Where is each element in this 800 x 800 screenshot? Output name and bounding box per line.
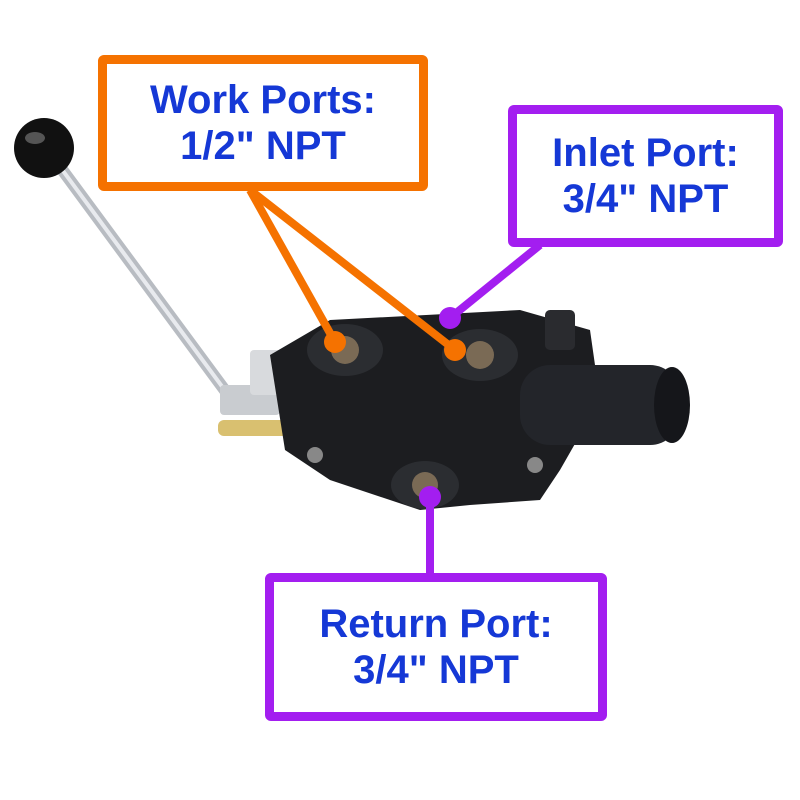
work-ports-leaders [246,186,466,361]
return-port-label: Return Port: 3/4" NPT [265,573,607,721]
work-ports-value: 1/2" NPT [180,124,346,168]
inlet-port-value: 3/4" NPT [562,177,729,221]
work-ports-title: Work Ports: [150,78,376,122]
inlet-port-leader [439,241,543,329]
work-ports-label: Work Ports: 1/2" NPT [98,55,428,191]
inlet-port-label: Inlet Port: 3/4" NPT [508,105,783,247]
return-port-title: Return Port: [319,602,553,646]
lever-handle [14,118,238,406]
return-port-leader [419,486,441,575]
inlet-port-title: Inlet Port: [552,131,739,175]
return-port-value: 3/4" NPT [353,648,519,692]
